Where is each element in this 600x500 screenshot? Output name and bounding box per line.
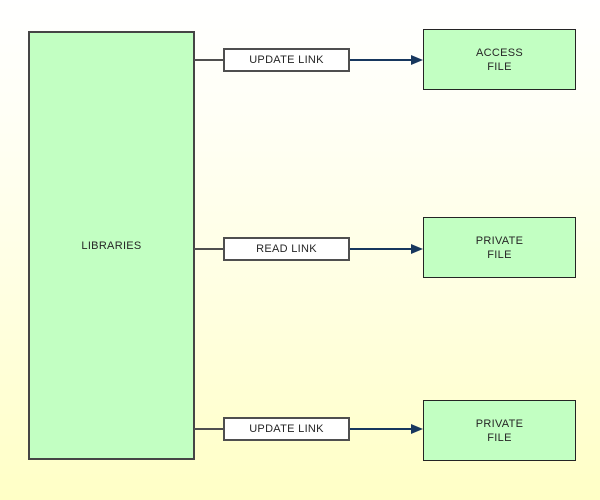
arrow-line	[350, 428, 413, 430]
arrow-line	[350, 59, 413, 61]
link-type-box: UPDATE LINK	[223, 48, 350, 72]
link-type-box: READ LINK	[223, 237, 350, 261]
file-label-line1: PRIVATE	[475, 234, 524, 247]
link-type-label: UPDATE LINK	[249, 54, 324, 66]
arrow-head-icon	[411, 55, 423, 65]
connector-line	[194, 428, 223, 430]
file-label-line1: ACCESS	[475, 46, 524, 59]
link-type-box: UPDATE LINK	[223, 417, 350, 441]
file-label-line2: FILE	[487, 431, 512, 444]
connector-line	[194, 59, 223, 61]
arrow-line	[350, 248, 413, 250]
link-type-label: READ LINK	[256, 243, 317, 255]
file-label-line1: PRIVATE	[475, 417, 524, 430]
libraries-node: LIBRARIES	[28, 31, 195, 460]
file-node: ACCESS FILE	[423, 29, 576, 90]
arrow-head-icon	[411, 424, 423, 434]
file-label-line2: FILE	[487, 248, 512, 261]
link-type-label: UPDATE LINK	[249, 423, 324, 435]
arrow-head-icon	[411, 244, 423, 254]
file-node: PRIVATE FILE	[423, 400, 576, 461]
libraries-label: LIBRARIES	[81, 239, 142, 252]
file-node: PRIVATE FILE	[423, 217, 576, 278]
connector-line	[194, 248, 223, 250]
file-label-line2: FILE	[487, 60, 512, 73]
